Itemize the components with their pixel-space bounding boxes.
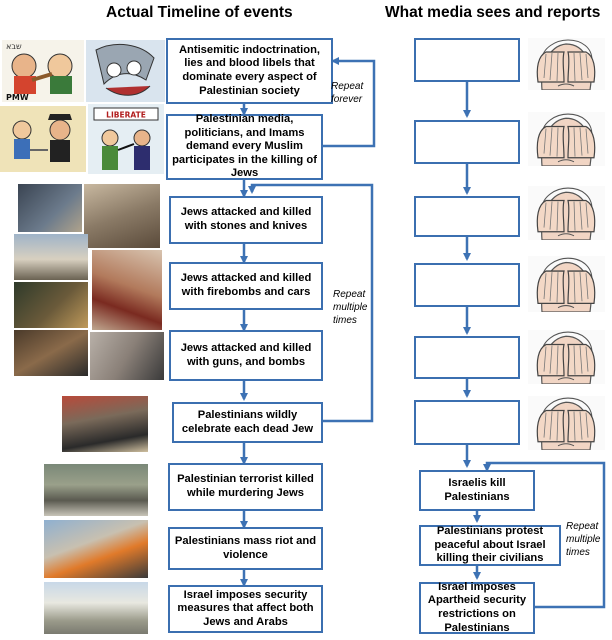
media-blank-box-4: [414, 263, 520, 307]
attack-photo-image: [14, 234, 88, 280]
incitement-cartoon-image: [0, 106, 86, 172]
media-israelis-kill: Israelis kill Palestinians: [419, 470, 535, 511]
step-guns-bombs: Jews attacked and killed with guns, and …: [169, 330, 323, 381]
attack-photo-image: [18, 184, 82, 232]
media-reports-heading: What media sees and reports: [385, 4, 601, 21]
media-blank-box-6: [414, 400, 520, 445]
attack-photo-image: [84, 184, 160, 248]
step-celebrate: Palestinians wildly celebrate each dead …: [172, 402, 323, 443]
media-blank-box-2: [414, 120, 520, 164]
step-incitement: Palestinian media, politicians, and Imam…: [166, 113, 323, 180]
pmw-watermark: PMW: [6, 93, 29, 102]
media-apartheid-restrictions: Israel imposes Apartheid security restri…: [419, 581, 535, 634]
media-peaceful-protest: Palestinians protest peaceful about Isra…: [419, 525, 561, 566]
riot-photo-image: [44, 520, 148, 578]
covered-eyes-face-image: [528, 256, 605, 312]
step-firebombs-cars: Jews attacked and killed with firebombs …: [169, 262, 323, 310]
cartoon-sign-text: שבא: [6, 42, 22, 51]
celebration-photo-image: [62, 396, 148, 452]
note-repeat-multiple-left: Repeat multiple times: [333, 289, 368, 326]
step-stones-knives: Jews attacked and killed with stones and…: [169, 196, 323, 244]
repeat-forever-loop: [323, 57, 376, 148]
step-terrorist-killed: Palestinian terrorist killed while murde…: [168, 463, 323, 511]
step-mass-riot: Palestinians mass riot and violence: [168, 527, 323, 570]
repeat-multiple-loop-left: [248, 183, 374, 423]
incitement-cartoon-image: שבא PMW: [2, 40, 84, 102]
note-repeat-forever: Repeat forever: [331, 81, 364, 105]
note-repeat-multiple-right: Repeat multiple times: [566, 521, 601, 558]
covered-eyes-face-image: [528, 186, 605, 240]
attack-photo-image: [92, 250, 162, 330]
actual-timeline-heading: Actual Timeline of events: [106, 4, 293, 21]
covered-eyes-face-image: [528, 330, 605, 384]
attack-photo-image: [90, 332, 164, 380]
terrorist-killed-photo-image: [44, 464, 148, 516]
media-blank-box-5: [414, 336, 520, 379]
incitement-cartoon-image: [86, 40, 165, 102]
cartoon-banner-text: LIBERATE: [106, 111, 146, 120]
attack-photo-image: [14, 282, 88, 328]
incitement-cartoon-image: LIBERATE: [88, 104, 164, 174]
media-blank-box-3: [414, 196, 520, 237]
step-indoctrination: Antisemitic indoctrination, lies and blo…: [166, 38, 333, 104]
step-security-measures: Israel imposes security measures that af…: [168, 585, 323, 633]
covered-eyes-face-image: [528, 396, 605, 450]
repeat-multiple-loop-right: [483, 461, 606, 609]
media-blank-box-1: [414, 38, 520, 82]
covered-eyes-face-image: [528, 112, 605, 166]
attack-photo-image: [14, 330, 88, 376]
security-checkpoint-photo-image: [44, 582, 148, 634]
covered-eyes-face-image: [528, 38, 605, 90]
